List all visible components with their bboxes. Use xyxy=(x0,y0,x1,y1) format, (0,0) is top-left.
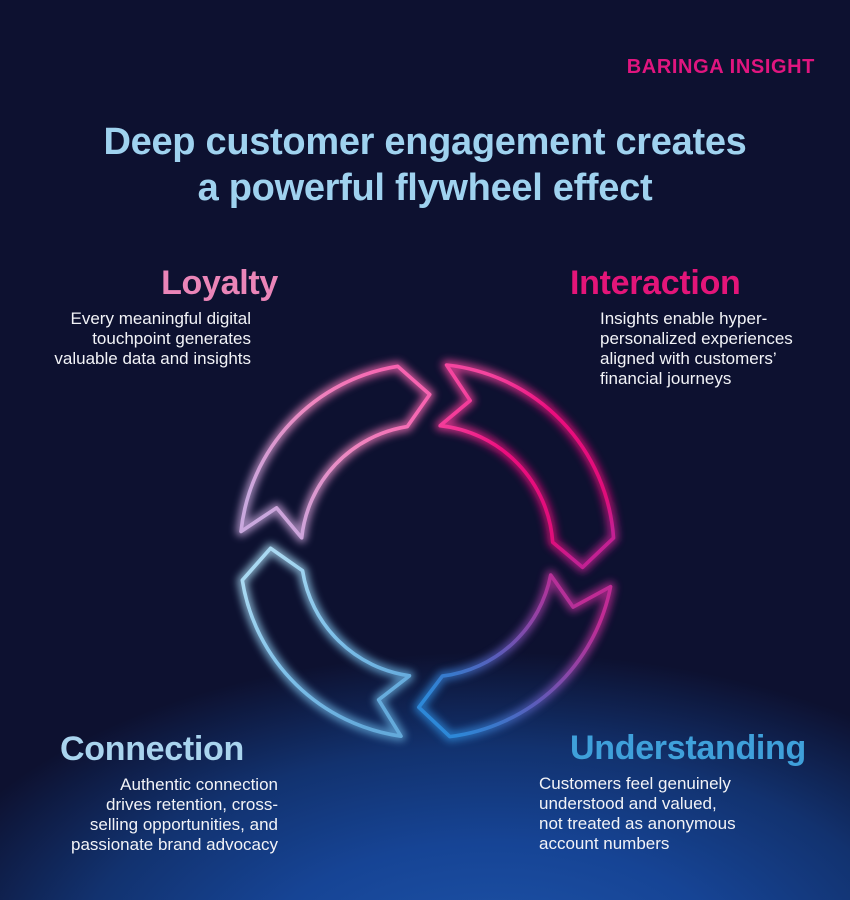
description-line: aligned with customers’ xyxy=(600,349,777,368)
flywheel-arrow-connection xyxy=(240,546,412,738)
quadrant-interaction: Interaction Insights enable hyper-person… xyxy=(570,262,793,389)
description-line: valuable data and insights xyxy=(54,349,251,368)
interaction-heading: Interaction xyxy=(570,264,741,302)
description-line: touchpoint generates xyxy=(92,329,251,348)
page-title-line-1: Deep customer engagement creates xyxy=(103,121,747,163)
description-line: financial journeys xyxy=(600,369,732,388)
description-line: Customers feel genuinely xyxy=(539,774,731,793)
page-title: Deep customer engagement creates a power… xyxy=(0,119,850,211)
flywheel-arrow-interaction xyxy=(438,363,616,570)
description-line: personalized experiences xyxy=(600,329,793,348)
page-title-line-2: a powerful flywheel effect xyxy=(197,167,653,209)
description-line: not treated as anonymous xyxy=(539,814,736,833)
flywheel-diagram xyxy=(236,360,619,742)
description-line: understood and valued, xyxy=(539,794,717,813)
interaction-description: Insights enable hyper-personalized exper… xyxy=(600,309,793,389)
description-line: account numbers xyxy=(539,834,670,853)
description-line: passionate brand advocacy xyxy=(71,835,278,854)
flywheel-arrow-understanding xyxy=(417,573,613,739)
loyalty-heading: Loyalty xyxy=(161,264,278,302)
description-line: Insights enable hyper- xyxy=(600,309,768,328)
description-line: Every meaningful digital xyxy=(70,309,251,328)
understanding-heading: Understanding xyxy=(570,729,806,767)
description-line: drives retention, cross- xyxy=(106,795,278,814)
description-line: selling opportunities, and xyxy=(89,815,278,834)
description-line: Authentic connection xyxy=(120,775,278,794)
connection-heading: Connection xyxy=(60,730,244,768)
flywheel-arrow-loyalty xyxy=(239,364,432,540)
brand-label: BARINGA INSIGHT xyxy=(626,56,815,78)
